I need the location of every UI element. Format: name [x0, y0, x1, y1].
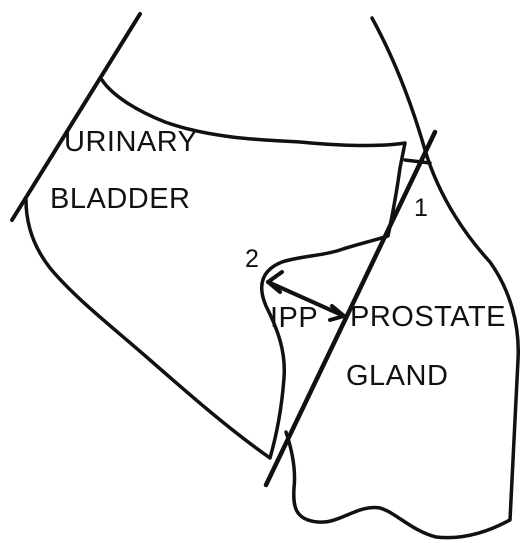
marker-2-label: 2 — [245, 247, 259, 272]
bladder-neck-ledge — [405, 160, 430, 163]
ipp-label: IPP — [270, 304, 318, 333]
prostate-label-line1: PROSTATE — [350, 303, 506, 332]
prostate-label-line2: GLAND — [346, 362, 448, 391]
prostate-gland-outline — [286, 18, 518, 538]
bladder-label-line2: BLADDER — [50, 185, 191, 214]
bladder-label-line1: URINARY — [64, 128, 198, 157]
marker-1-label: 1 — [414, 196, 428, 221]
